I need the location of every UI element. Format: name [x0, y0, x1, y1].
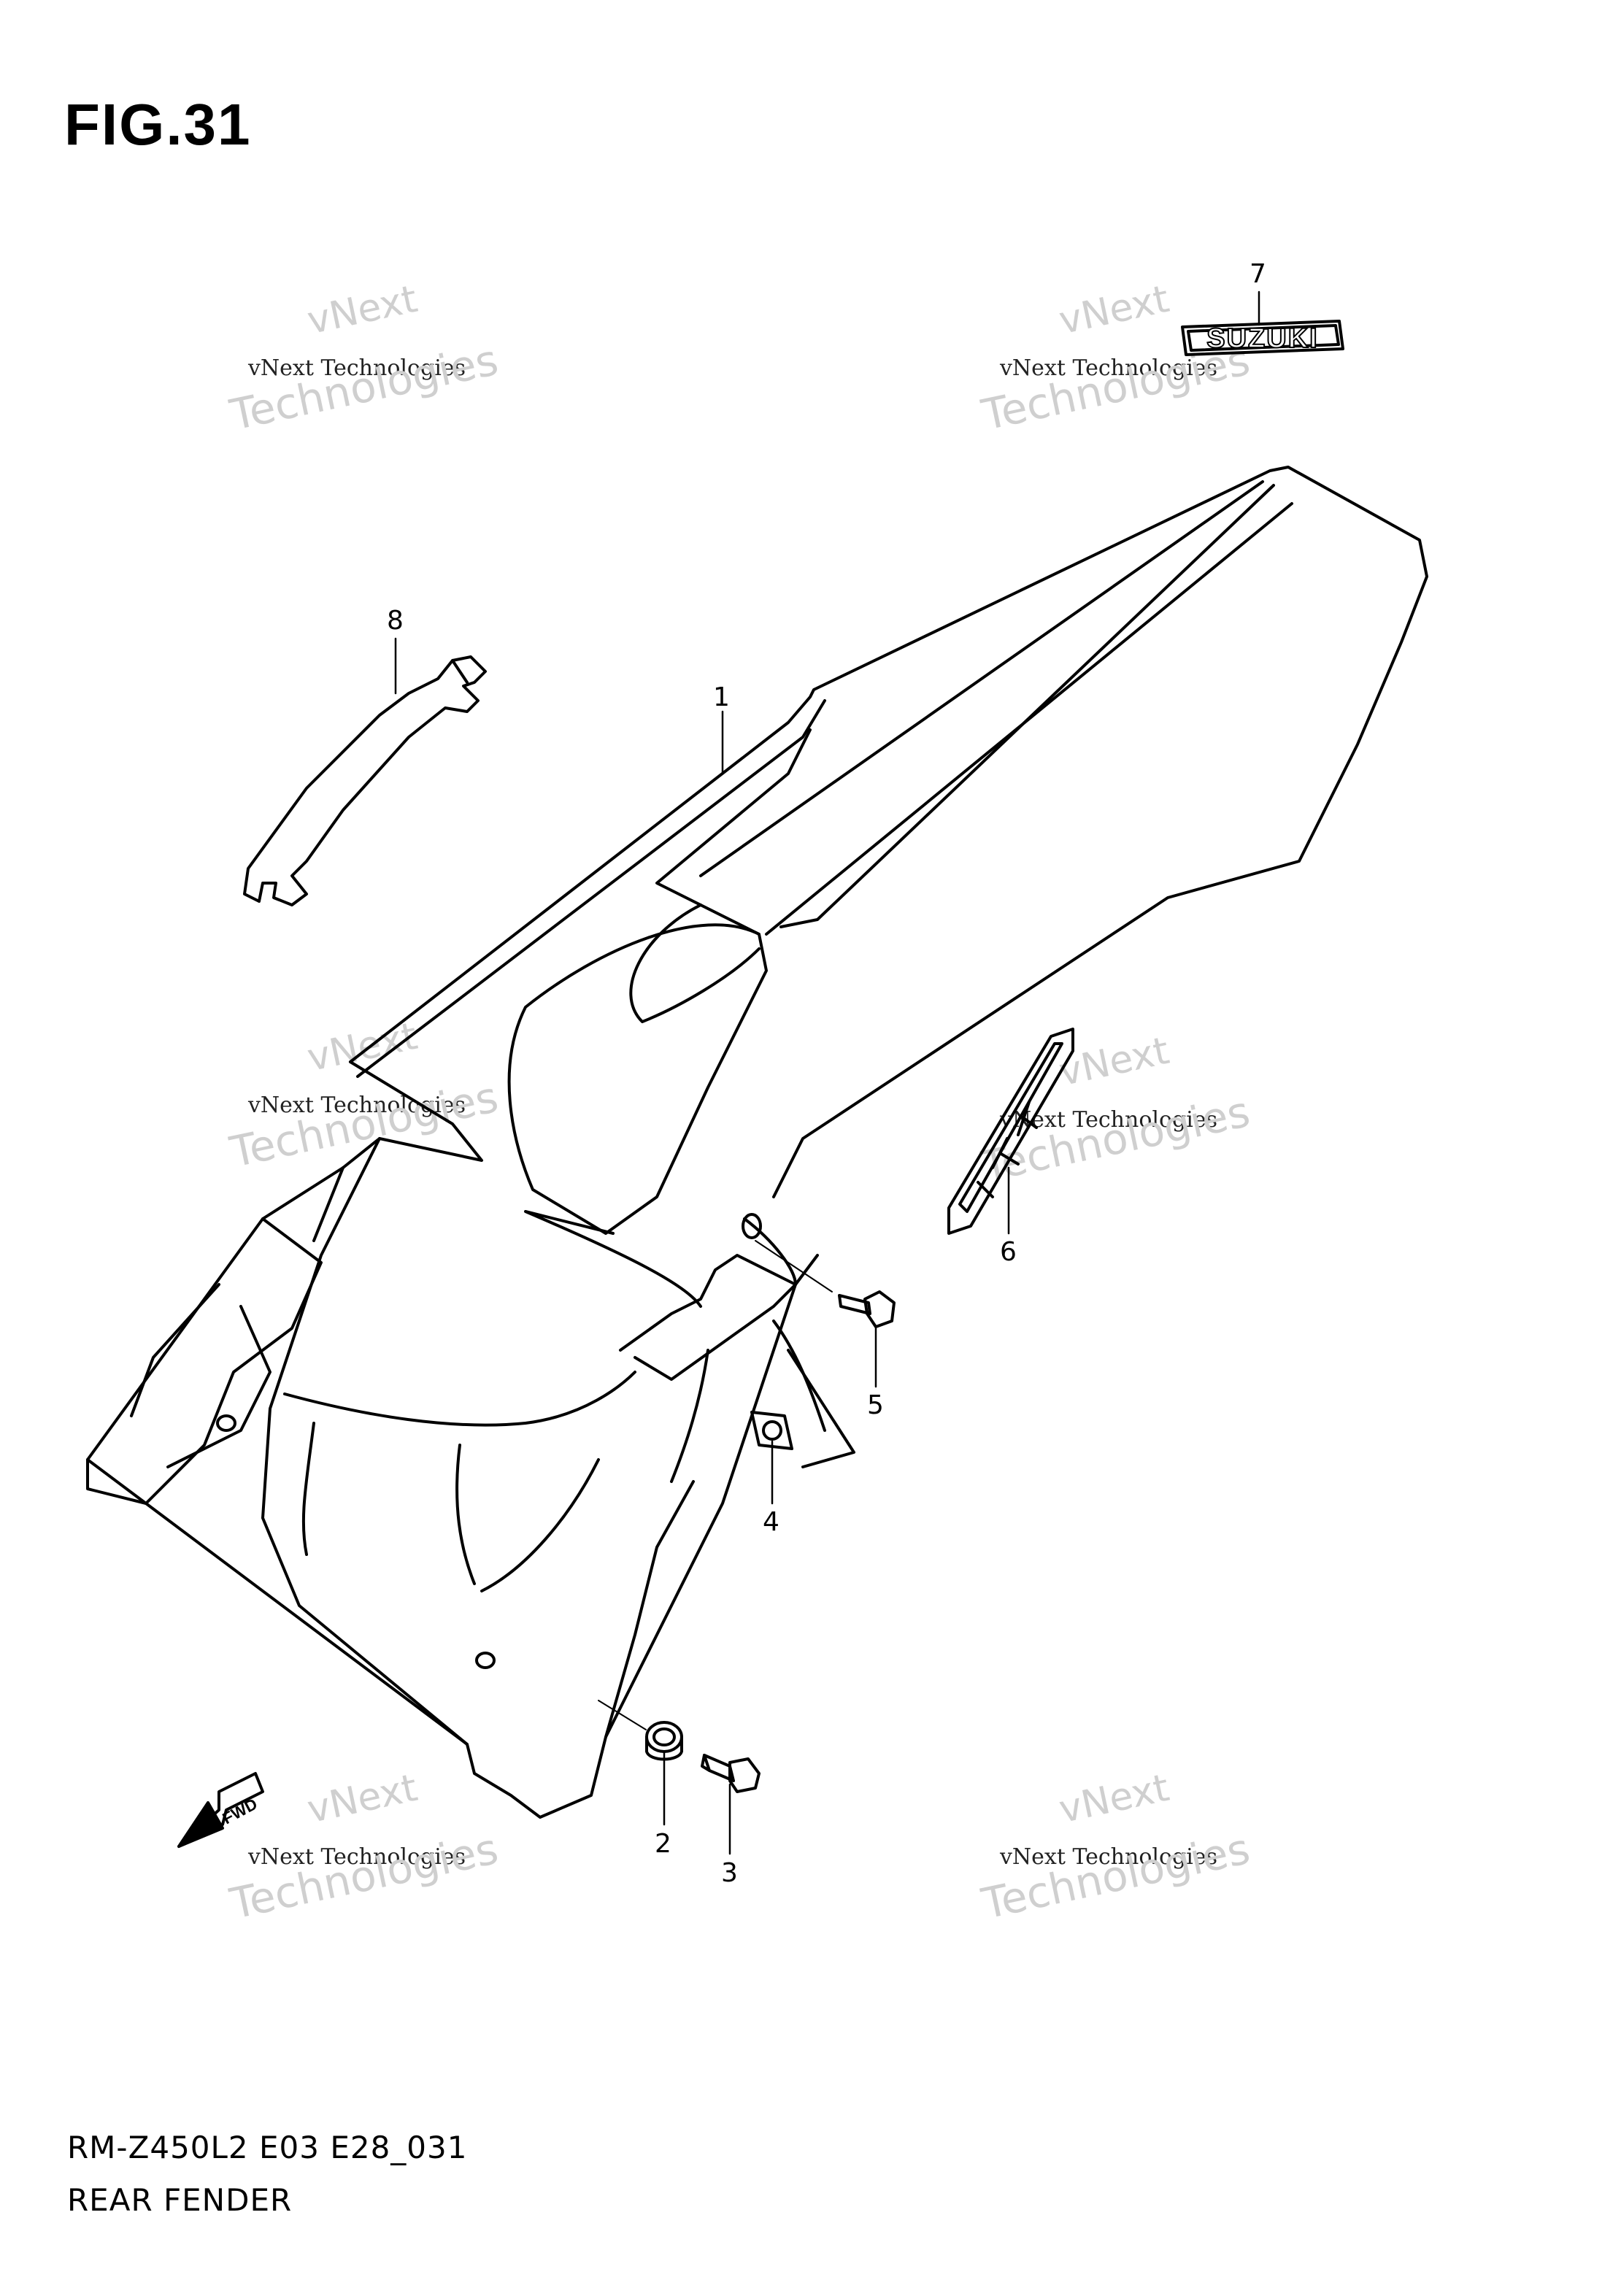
fwd-arrow-label: FWD	[220, 1795, 261, 1828]
callout-2: 2	[655, 1829, 671, 1859]
clip-nut-part	[750, 1411, 793, 1450]
callout-3: 3	[721, 1858, 738, 1888]
callout-leaders	[394, 290, 1260, 1855]
callout-6: 6	[1000, 1237, 1017, 1267]
figure-title: FIG.31	[64, 92, 252, 157]
spoke-wrench-part	[243, 655, 487, 906]
rear-fender-part	[86, 466, 1428, 1819]
callout-5: 5	[867, 1390, 884, 1420]
fwd-arrow-icon	[177, 1772, 264, 1848]
callout-7: 7	[1250, 259, 1266, 289]
rmz-decal-part	[947, 1028, 1074, 1235]
brand-decal-text: SUZUKI	[1206, 323, 1318, 354]
part-group-name: REAR FENDER	[67, 2182, 293, 2218]
callout-4: 4	[763, 1507, 779, 1537]
bolt-part-5	[755, 1240, 896, 1328]
model-code: RM-Z450L2 E03 E28_031	[67, 2130, 468, 2165]
brand-decal-part	[1181, 320, 1344, 356]
callout-1: 1	[713, 682, 730, 712]
bolt-part-3	[701, 1754, 761, 1793]
callout-8: 8	[387, 606, 404, 636]
